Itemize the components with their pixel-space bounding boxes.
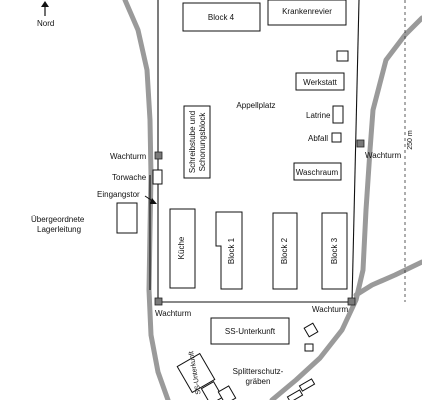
north-arrowhead-icon (41, 1, 49, 7)
krankenrevier (267, 0, 347, 26)
schreibstube-label-1: Schreibstube und (188, 111, 197, 173)
lagerleitung-label-2: Lagerleitung (37, 225, 81, 234)
block-3 (321, 212, 348, 290)
krankenrevier-label: Krankenrevier (282, 7, 332, 16)
schreibstube-block (183, 105, 211, 179)
latrine (332, 105, 344, 124)
latrine-label: Latrine (306, 111, 331, 120)
wachturm-sw-label: Wachturm (155, 309, 191, 318)
schreibstube-label-2: Schonungsblock (198, 112, 207, 172)
block-1-label: Block 1 (227, 237, 236, 264)
lagerleitung-label-1: Übergeordnete (31, 215, 85, 224)
road-east (269, 15, 422, 400)
abfall-label: Abfall (308, 134, 328, 143)
werkstatt-label: Werkstatt (303, 78, 337, 87)
small-building-se-2 (304, 343, 314, 352)
road-west (122, 0, 171, 400)
small-building-se-1 (303, 322, 319, 338)
wachturm-nw-marker (154, 151, 163, 160)
block-4-label: Block 4 (208, 13, 235, 22)
eingangstor-label: Eingangstor (97, 190, 140, 199)
ss-unterkunft (210, 317, 290, 345)
camp-wall-east (351, 0, 360, 303)
entrance-arrowhead-icon (150, 198, 157, 204)
torwache (152, 169, 163, 185)
block-2 (272, 212, 298, 290)
north-label: Nord (37, 19, 54, 28)
waschraum-label: Waschraum (296, 168, 339, 177)
block-1 (215, 211, 243, 290)
ss-small-building (176, 352, 216, 394)
scale-label: 250 m (407, 130, 414, 150)
block-2-label: Block 2 (280, 237, 289, 264)
splitterschutz-label-2: gräben (246, 377, 271, 386)
wachturm-sw-marker (154, 297, 163, 306)
splitterschutz-trench-1 (298, 378, 316, 392)
werkstatt (295, 72, 345, 91)
ss-unterkunft-label: SS-Unterkunft (225, 327, 276, 336)
kueche (169, 208, 196, 289)
abfall (331, 132, 342, 143)
wachturm-se-marker (347, 297, 356, 306)
block-3-label: Block 3 (330, 237, 339, 264)
wachturm-se-label: Wachturm (312, 305, 348, 314)
small-building-ne (336, 50, 349, 62)
wachturm-nw-label: Wachturm (110, 152, 146, 161)
lagerleitung (116, 202, 138, 234)
splitterschutz-trench-2 (286, 389, 304, 400)
wachturm-ne-label: Wachturm (365, 151, 401, 160)
kueche-label: Küche (177, 236, 186, 259)
splitterschutz-label-1: Splitterschutz- (233, 367, 284, 376)
road-east-branch (353, 259, 422, 298)
waschraum (293, 162, 342, 181)
wachturm-ne-marker (356, 139, 365, 148)
block-4 (182, 2, 261, 32)
torwache-label: Torwache (112, 173, 147, 182)
ss-small-building-2 (200, 381, 224, 400)
appellplatz-label: Appellplatz (236, 101, 275, 110)
